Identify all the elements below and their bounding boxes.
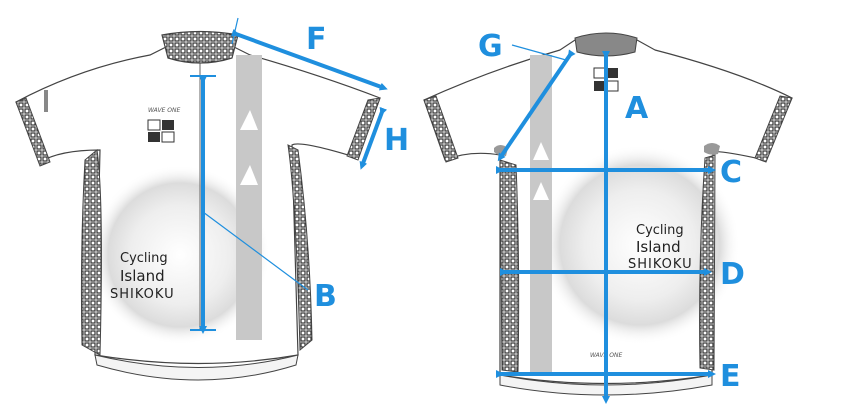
- front-jersey: WAVE ONE Cycling Island SHIKOKU: [15, 30, 381, 381]
- arrow-f: [230, 28, 388, 91]
- label-a: A: [625, 91, 649, 126]
- front-center-stripe: [236, 55, 262, 340]
- front-left-side-panel: [80, 149, 102, 356]
- back-right-side-panel: [699, 154, 716, 371]
- label-c: C: [720, 155, 742, 190]
- back-center-stripe: [530, 55, 552, 375]
- front-brand-line1: Cycling: [120, 251, 168, 266]
- front-left-cuff: [15, 97, 51, 167]
- front-small-logo: WAVE ONE: [148, 107, 180, 114]
- measurement-arrows: [190, 17, 716, 404]
- label-g: G: [478, 29, 503, 64]
- back-brand-line2: Island: [636, 238, 681, 256]
- front-brand-line2: Island: [120, 267, 165, 285]
- back-left-cuff: [423, 95, 459, 163]
- front-chest-logo-icon: [147, 119, 175, 143]
- label-e: E: [720, 359, 741, 394]
- label-d: D: [720, 257, 745, 292]
- arrow-g: [497, 49, 576, 162]
- back-right-cuff: [754, 95, 793, 163]
- label-b: B: [314, 279, 337, 314]
- back-brand-line1: Cycling: [636, 223, 684, 238]
- front-swirl: [90, 165, 270, 345]
- arrow-h: [359, 106, 388, 170]
- front-brand-line3: SHIKOKU: [110, 287, 175, 302]
- label-h: H: [384, 123, 409, 158]
- back-collar: [574, 32, 638, 57]
- front-right-side-panel: [287, 144, 313, 352]
- front-collar: [161, 30, 239, 64]
- front-sleeve-print: [44, 90, 48, 112]
- label-f: F: [306, 22, 327, 57]
- back-swirl: [540, 145, 740, 345]
- back-left-side-panel: [499, 159, 520, 373]
- measurement-labels: F H B G A C D E: [306, 22, 745, 394]
- back-brand-line3: SHIKOKU: [628, 257, 693, 272]
